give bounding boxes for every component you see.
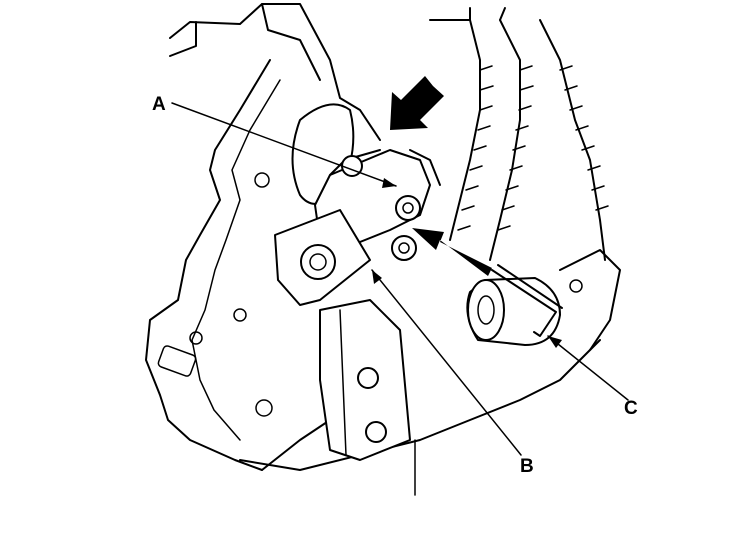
leader-arrow-b bbox=[372, 270, 382, 284]
leader-arrow-a bbox=[382, 178, 396, 188]
tensioner-roller bbox=[466, 249, 621, 351]
callout-label-c: C bbox=[624, 398, 638, 419]
direction-arrow-top bbox=[390, 76, 444, 130]
leader-line-a bbox=[171, 102, 397, 187]
callout-label-b: B bbox=[520, 456, 534, 477]
tensioner-arm bbox=[274, 149, 441, 461]
leader-lines bbox=[171, 102, 629, 456]
timing-belt bbox=[429, 7, 609, 261]
callout-label-a: A bbox=[152, 94, 166, 115]
leader-line-b bbox=[371, 269, 522, 456]
leader-arrow-c bbox=[548, 336, 562, 348]
leader-line-c bbox=[547, 335, 629, 401]
direction-arrow-insert bbox=[412, 228, 492, 276]
